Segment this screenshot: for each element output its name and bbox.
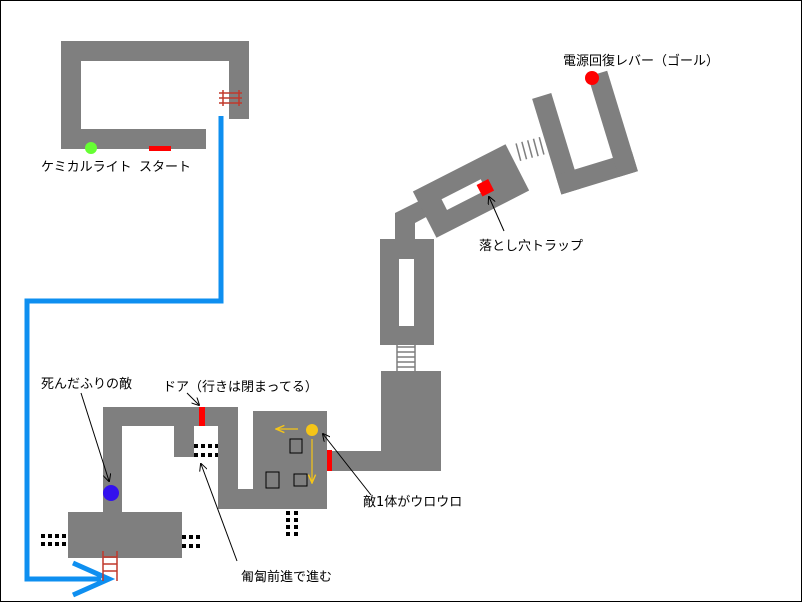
chemical-light-marker bbox=[85, 142, 97, 154]
start-marker bbox=[149, 146, 171, 151]
crate-icons bbox=[265, 438, 308, 489]
label-door: ドア（行きは閉まってる） bbox=[163, 380, 318, 395]
annotation-arrows bbox=[80, 197, 505, 562]
goal-lever-marker bbox=[585, 71, 599, 85]
label-pit-trap: 落とし穴トラップ bbox=[479, 239, 584, 254]
route-line bbox=[24, 116, 224, 582]
ladder-icon bbox=[219, 90, 242, 106]
label-patrol-enemy: 敵1体がウロウロ bbox=[363, 495, 463, 510]
crawl-space-icon bbox=[41, 444, 298, 548]
floor-start-loop bbox=[61, 41, 249, 149]
ladder-icon-lower bbox=[102, 551, 118, 581]
label-start: スタート bbox=[139, 160, 192, 175]
label-goal-lever: 電源回復レバー（ゴール） bbox=[563, 54, 720, 69]
label-crawl: 匍匐前進で進む bbox=[241, 570, 333, 585]
label-chemical-light: ケミカルライト bbox=[41, 160, 132, 175]
route-arrowhead bbox=[71, 560, 116, 598]
pit-trap-marker bbox=[476, 179, 495, 197]
door-marker-room bbox=[327, 450, 332, 471]
patrol-enemy-marker bbox=[306, 424, 318, 436]
fake-dead-enemy-marker bbox=[103, 485, 119, 501]
label-fake-dead-enemy: 死んだふりの敵 bbox=[41, 377, 133, 392]
floor-upper-right bbox=[380, 70, 638, 371]
floor-lower-left bbox=[68, 371, 441, 558]
door-marker bbox=[199, 407, 205, 426]
